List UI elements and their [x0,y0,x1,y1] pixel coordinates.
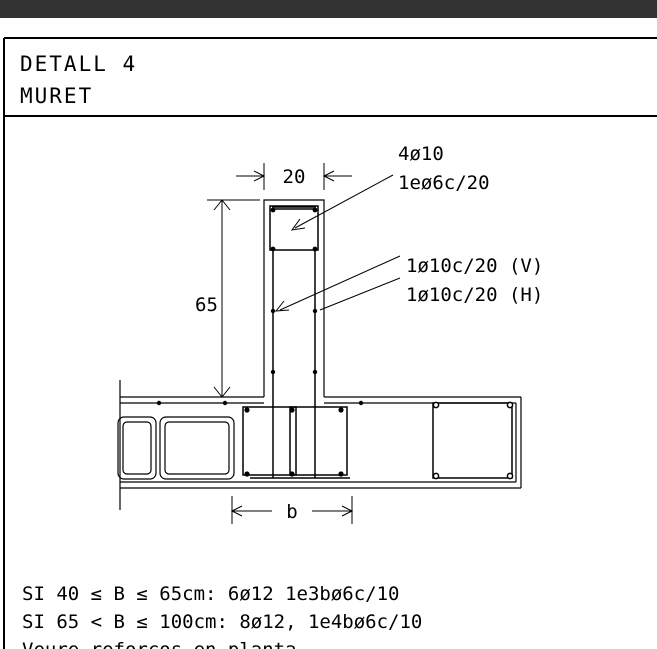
stirrups-label: 1eø6c/20 [398,172,490,194]
note-1: SI 40 ≤ B ≤ 65cm: 6ø12 1e3bø6c/10 [22,583,400,605]
concrete-outline [119,199,522,510]
note-3: Veure reforços en planta [22,639,297,649]
title-line-2: MURET [20,84,93,108]
top-border-band [0,0,657,18]
dim-wall-height [207,199,260,398]
dim-wall-width [236,163,352,190]
wall-width-label: 20 [283,166,306,188]
dim-beam-width [230,496,354,524]
frame [3,37,657,649]
hollow-blocks [117,416,235,480]
title-line-1: DETALL 4 [20,52,137,76]
leader-lines [274,174,401,312]
rebar-dots [156,207,364,477]
note-2: SI 65 < B ≤ 100cm: 8ø12, 1e4bø6c/10 [22,611,422,633]
rebar-rings [432,401,514,480]
vertical-bars-label: 1ø10c/20 (V) [406,255,543,277]
beam-reinforcement [242,402,513,479]
top-bars-label: 4ø10 [398,143,444,165]
wall-height-label: 65 [195,294,218,316]
wall-reinforcement [269,205,319,478]
horizontal-bars-label: 1ø10c/20 (H) [406,284,543,306]
beam-width-label: b [286,501,297,523]
